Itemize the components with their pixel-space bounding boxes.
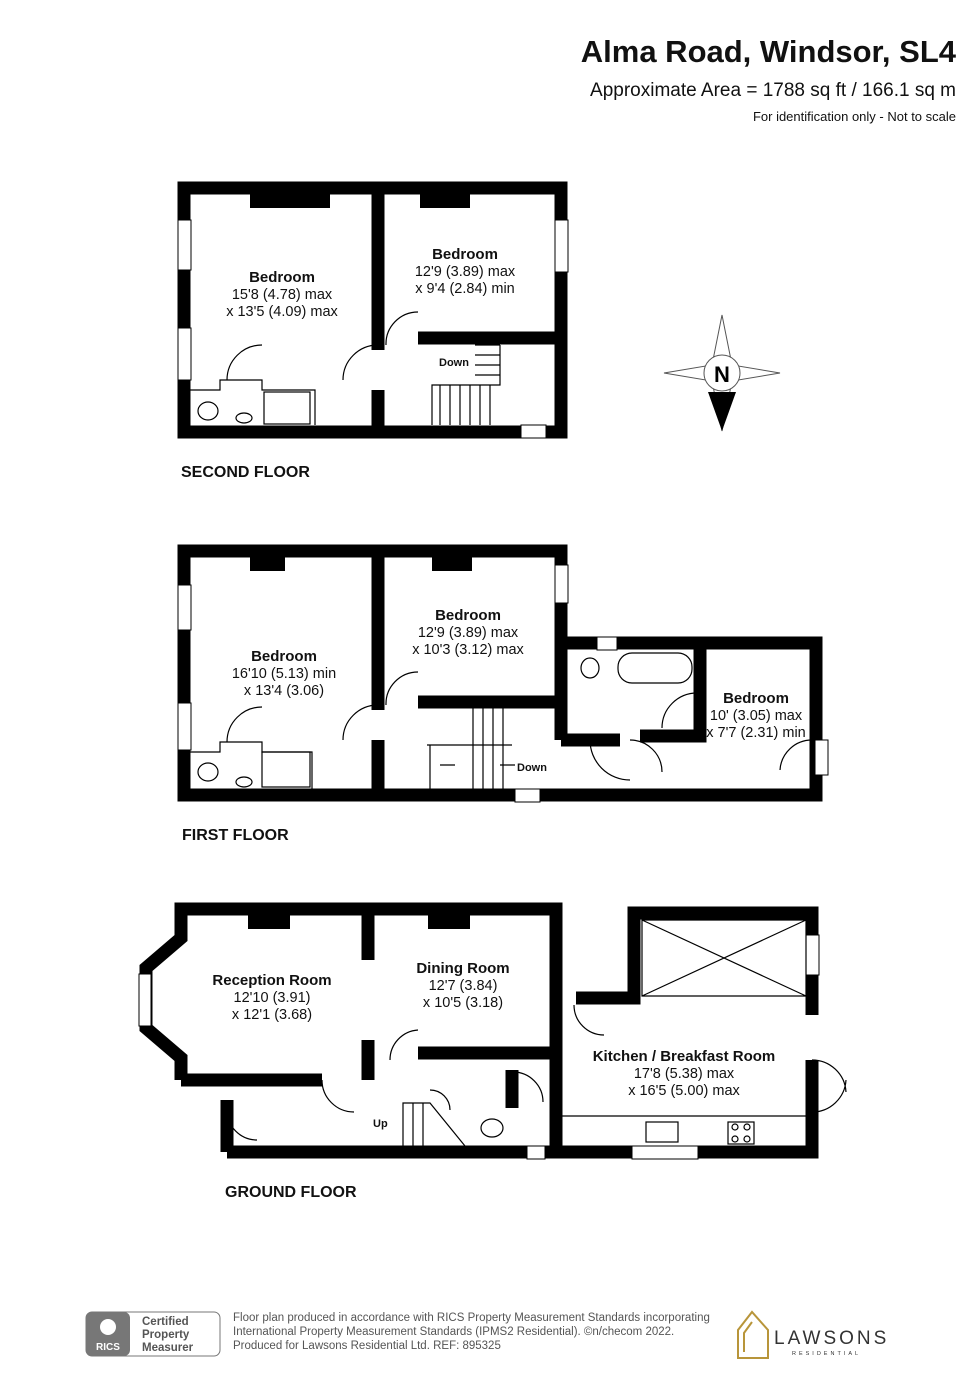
room-dimension: x 16'5 (5.00) max bbox=[628, 1083, 740, 1099]
room-dimension: 12'7 (3.84) bbox=[429, 978, 498, 994]
stairs-label: Down bbox=[439, 357, 469, 369]
room-name: Bedroom bbox=[249, 269, 315, 286]
lawsons-logo: LAWSONS RESIDENTIAL bbox=[737, 1310, 889, 1359]
badge-text: Measurer bbox=[142, 1342, 194, 1354]
room-dimension: 12'9 (3.89) max bbox=[418, 625, 519, 641]
approximate-area: Approximate Area = 1788 sq ft / 166.1 sq… bbox=[590, 80, 956, 101]
disclaimer-note: For identification only - Not to scale bbox=[752, 109, 956, 124]
badge-text: Certified bbox=[142, 1316, 189, 1328]
brand-subtitle: RESIDENTIAL bbox=[792, 1351, 861, 1357]
stairs-label: Down bbox=[517, 762, 547, 774]
room-name: Bedroom bbox=[432, 246, 498, 263]
floor-label: GROUND FLOOR bbox=[225, 1184, 357, 1201]
room-dimension: 17'8 (5.38) max bbox=[634, 1066, 735, 1082]
room-dimension: 15'8 (4.78) max bbox=[232, 287, 333, 303]
room-dimension: 10' (3.05) max bbox=[710, 708, 803, 724]
rics-certified-badge: RICS Certified Property Measurer bbox=[85, 1311, 221, 1357]
room-dimension: 16'10 (5.13) min bbox=[232, 666, 336, 682]
first-floor-plan: Bedroom 16'10 (5.13) min x 13'4 (3.06) B… bbox=[177, 544, 829, 844]
floor-label: SECOND FLOOR bbox=[181, 464, 310, 481]
brand-name: LAWSONS bbox=[774, 1328, 889, 1349]
footer-line: Floor plan produced in accordance with R… bbox=[233, 1312, 710, 1324]
compass-icon: N bbox=[663, 314, 781, 432]
compass-north-label: N bbox=[714, 362, 730, 387]
room-dimension: x 9'4 (2.84) min bbox=[415, 281, 514, 297]
footer-disclaimer: Floor plan produced in accordance with R… bbox=[233, 1311, 710, 1353]
room-dimension: x 12'1 (3.68) bbox=[232, 1007, 312, 1023]
footer-line: International Property Measurement Stand… bbox=[233, 1326, 675, 1338]
room-dimension: x 13'4 (3.06) bbox=[244, 683, 324, 699]
ground-floor-plan: Reception Room 12'10 (3.91) x 12'1 (3.68… bbox=[138, 902, 847, 1201]
room-name: Bedroom bbox=[723, 690, 789, 707]
room-name: Bedroom bbox=[435, 607, 501, 624]
floor-label: FIRST FLOOR bbox=[182, 827, 289, 844]
rics-logo-text: RICS bbox=[96, 1342, 120, 1353]
room-name: Dining Room bbox=[416, 960, 509, 977]
room-dimension: x 7'7 (2.31) min bbox=[706, 725, 805, 741]
room-name: Bedroom bbox=[251, 648, 317, 665]
room-dimension: 12'9 (3.89) max bbox=[415, 264, 516, 280]
room-dimension: 12'10 (3.91) bbox=[234, 990, 311, 1006]
second-floor-plan: Bedroom 15'8 (4.78) max x 13'5 (4.09) ma… bbox=[177, 181, 569, 481]
room-dimension: x 10'5 (3.18) bbox=[423, 995, 503, 1011]
room-dimension: x 10'3 (3.12) max bbox=[412, 642, 524, 658]
stairs-label: Up bbox=[373, 1118, 388, 1130]
room-name: Kitchen / Breakfast Room bbox=[593, 1048, 776, 1065]
footer-line: Produced for Lawsons Residential Ltd. RE… bbox=[233, 1340, 501, 1352]
badge-text: Property bbox=[142, 1329, 190, 1341]
room-dimension: x 13'5 (4.09) max bbox=[226, 304, 338, 320]
room-name: Reception Room bbox=[212, 972, 331, 989]
property-title: Alma Road, Windsor, SL4 bbox=[580, 34, 956, 69]
